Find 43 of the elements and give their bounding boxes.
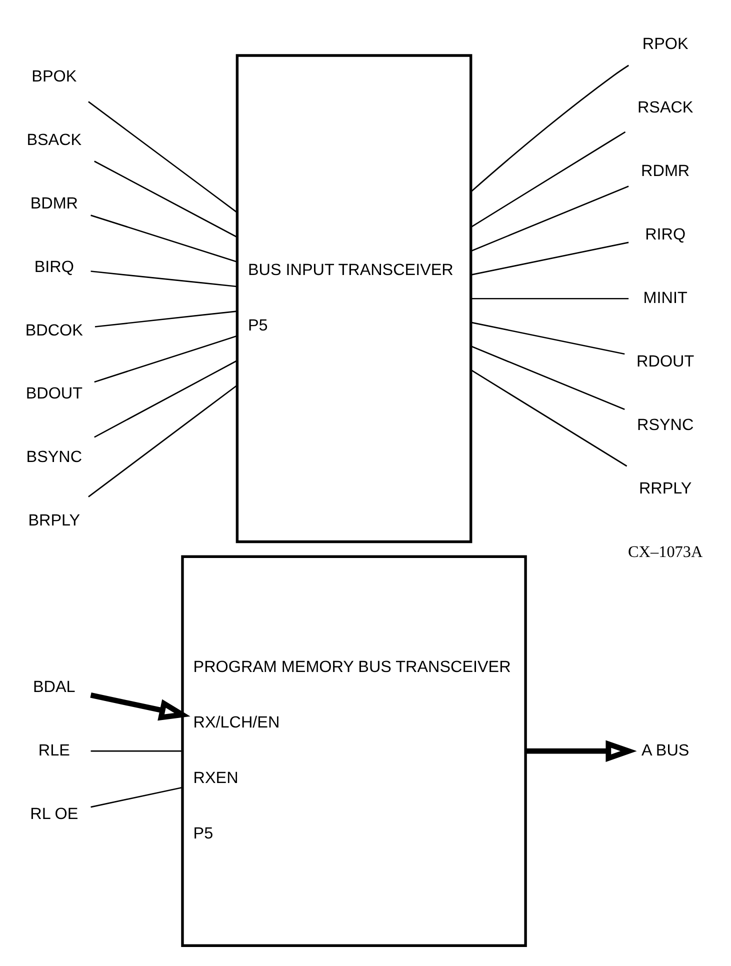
connector <box>471 298 629 300</box>
node-text: BIRQ <box>34 258 74 276</box>
connector <box>94 160 238 238</box>
arrow <box>526 740 637 762</box>
connector <box>470 131 626 228</box>
connector <box>94 335 238 383</box>
node-text: RL OE <box>30 804 78 823</box>
node-text: RPOK <box>642 34 688 53</box>
node-text: BRPLY <box>28 512 80 530</box>
connector <box>88 101 238 213</box>
connector <box>94 360 238 438</box>
node-text: BPOK <box>32 67 77 86</box>
connector <box>90 270 237 288</box>
connector <box>470 370 628 467</box>
connector <box>470 346 625 410</box>
node-box: PROGRAM MEMORY BUS TRANSCEIVER RX/LCH/EN RXEN P5 <box>181 555 527 947</box>
connector <box>90 214 237 262</box>
arrow <box>90 692 190 721</box>
connector <box>88 384 238 498</box>
node-text: BDMR <box>30 194 78 212</box>
node-text: A BUS <box>642 741 690 760</box>
node-text: BDAL <box>33 678 76 696</box>
node-text: RSACK <box>637 98 694 116</box>
node-text: BDCOK <box>25 321 83 340</box>
connector <box>90 786 182 808</box>
node-text: BSYNC <box>26 448 82 466</box>
node-text: RDMR <box>641 162 690 180</box>
connector <box>94 310 237 328</box>
node-text: RRPLY <box>638 479 692 498</box>
node-text: RLE <box>38 741 70 760</box>
connector <box>471 322 625 355</box>
node-text: RDOUT <box>636 352 694 370</box>
connector <box>471 242 629 276</box>
connector <box>90 750 182 752</box>
node-text: MINIT <box>643 288 688 307</box>
node-text: BSACK <box>26 130 82 149</box>
node-text: BDOUT <box>26 384 83 403</box>
node-text: RIRQ <box>645 225 686 244</box>
connector <box>470 64 629 192</box>
node-text: RSYNC <box>637 416 694 434</box>
node-box: BUS INPUT TRANSCEIVER P5 <box>236 54 472 544</box>
connector <box>470 186 629 252</box>
label: CX–1073A <box>628 542 703 561</box>
